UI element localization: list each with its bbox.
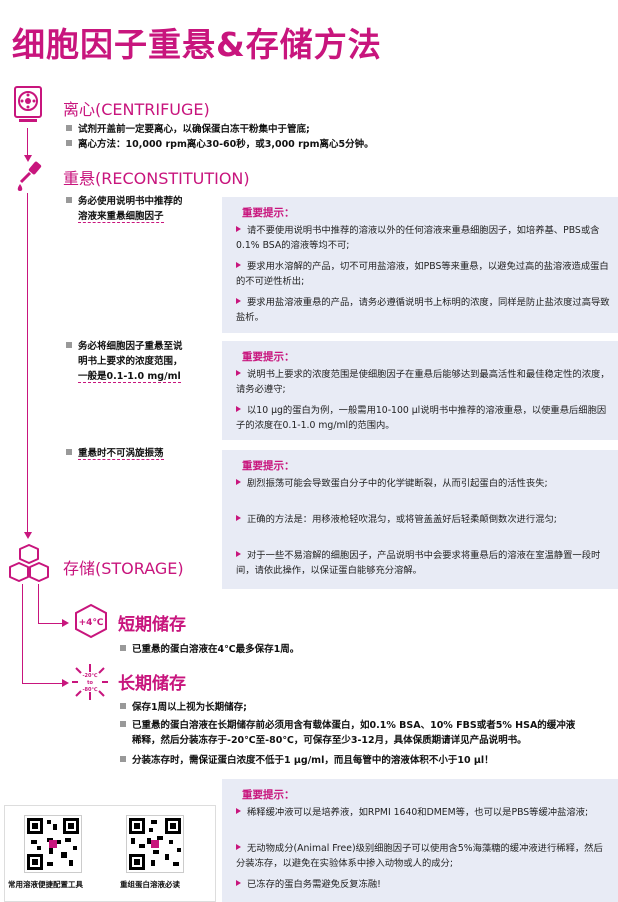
tip-title: 重要提示： [242,789,295,801]
tip-item: 要求用水溶解的产品，切不可用盐溶液，如PBS等来重悬，以避免过高的盐溶液造成蛋白… [236,261,609,287]
svg-text:to: to [87,680,93,686]
svg-text:-20℃: -20℃ [82,673,97,679]
fridge-icon: +4℃ [73,603,109,643]
snowflake-icon: -20℃ to -80℃ [70,662,110,706]
list-item: 务必将细胞因子重悬至说 明书上要求的浓度范围， 一般是0.1-1.0 mg/ml [66,339,216,384]
tip-box: 重要提示： 剧烈振荡可能会导致蛋白分子中的化学键断裂，从而引起蛋白的活性丧失; … [222,450,618,589]
timeline-branch [38,623,63,624]
short-term-heading: 短期储存 [118,615,186,635]
centrifuge-icon [14,86,42,128]
list-item: 保存1周以上视为长期储存; [120,700,247,715]
long-term-heading: 长期储存 [118,674,186,694]
tip-item: 说明书上要求的浓度范围是使细胞因子在重悬后能够达到最高活性和最佳稳定性的浓度，请… [236,369,610,395]
qr-code-icon[interactable] [24,815,82,873]
arrow-down-icon [24,155,32,162]
qr-label: 重组蛋白溶液必读 [120,880,180,889]
timeline-connector [27,128,28,158]
tip-title: 重要提示： [242,351,295,363]
list-item: 已重悬的蛋白溶液在长期储存前必须用含有载体蛋白，如0.1% BSA、10% FB… [120,718,612,748]
arrow-right-icon [62,619,69,627]
tip-item: 稀释缓冲液可以是培养液，如RPMI 1640和DMEM等，也可以是PBS等缓冲盐… [236,805,610,820]
list-item: 分装冻存时，需保证蛋白浓度不低于1 μg/ml，而且每管中的溶液体积不小于10 … [120,753,494,768]
list-item: 已重悬的蛋白溶液在4℃最多保存1周。 [120,642,299,657]
tip-item: 请不要使用说明书中推荐的溶液以外的任何溶液来重悬细胞因子，如培养基、PBS或含0… [236,225,600,251]
list-item: 务必使用说明书中推荐的 溶液来重悬细胞因子 [66,194,216,224]
tip-item: 无动物成分(Animal Free)级别细胞因子可以使用含5%海藻糖的缓冲液进行… [236,843,603,869]
tip-item: 要求用盐溶液重悬的产品，请务必遵循说明书上标明的浓度，同样是防止盐浓度过高导致盐… [236,297,610,323]
tip-box: 重要提示： 说明书上要求的浓度范围是使细胞因子在重悬后能够达到最高活性和最佳稳定… [222,341,618,440]
tip-title: 重要提示： [242,460,295,472]
arrow-right-icon [62,679,69,687]
tip-item: 对于一些不易溶解的细胞因子，产品说明书中会要求将重悬后的溶液在室温静置一段时间，… [236,550,601,576]
arrow-down-icon [24,532,32,539]
tip-box: 重要提示： 请不要使用说明书中推荐的溶液以外的任何溶液来重悬细胞因子，如培养基、… [222,197,618,333]
tip-item: 剧烈振荡可能会导致蛋白分子中的化学键断裂，从而引起蛋白的活性丧失; [236,476,610,491]
tip-item: 已冻存的蛋白务需避免反复冻融! [236,877,610,892]
centrifuge-heading: 离心(CENTRIFUGE) [63,100,210,119]
timeline-branch [38,584,39,624]
list-item: 离心方法：10,000 rpm离心30-60秒，或3,000 rpm离心5分钟。 [66,137,374,152]
tip-box: 重要提示： 稀释缓冲液可以是培养液，如RPMI 1640和DMEM等，也可以是P… [222,779,618,902]
svg-text:+4℃: +4℃ [79,618,104,628]
qr-label: 常用溶液便捷配置工具 [8,880,83,889]
svg-text:-80℃: -80℃ [82,687,97,693]
storage-heading: 存储(STORAGE) [63,559,184,578]
pipette-icon [14,160,44,198]
list-item: 试剂开盖前一定要离心，以确保蛋白冻干粉集中于管底; [66,122,310,137]
qr-code-icon[interactable] [126,815,184,873]
timeline-branch [22,584,23,684]
list-item: 重悬时不可涡旋振荡 [66,446,216,461]
tip-title: 重要提示： [242,207,295,219]
tip-item: 正确的方法是：用移液枪轻吹混匀，或将管盖盖好后轻柔颠倒数次进行混匀; [236,512,610,527]
timeline-connector [27,193,28,535]
timeline-branch [22,683,63,684]
reconstitution-heading: 重悬(RECONSTITUTION) [63,169,250,188]
page-title: 细胞因子重悬&存储方法 [12,25,382,64]
tip-item: 以10 μg的蛋白为例，一般需用10-100 μl说明书中推荐的溶液重悬，以使重… [236,405,607,431]
boxes-icon [8,543,50,587]
